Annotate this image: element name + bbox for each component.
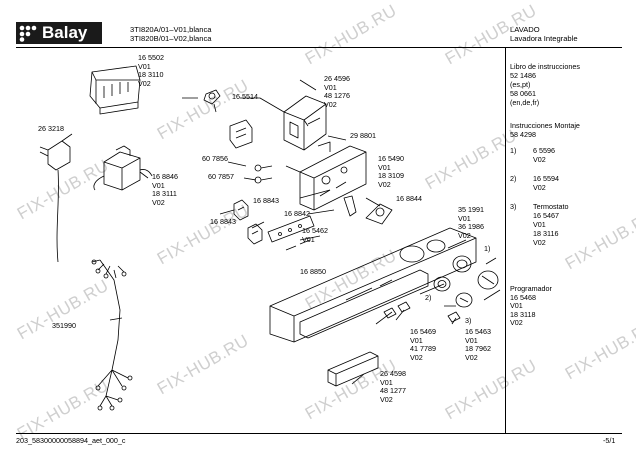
callout-c14: 16 5462 V01 [302,226,328,244]
callout-c20: 26 4598 V01 48 1277 V02 [380,369,406,404]
header-rule [16,47,622,48]
item-1-label: 1) [510,146,517,155]
manual-title: Libro de instrucciones [510,62,580,71]
brand-logo: Balay [16,22,102,44]
marker-1: 1) [484,244,491,253]
item-2-label: 2) [510,174,517,183]
sensor-part [203,89,221,113]
callout-c4: 26 3218 [38,124,64,133]
switch-parts [233,199,263,245]
callout-c6: 60 7856 [202,154,228,163]
manual-line: 52 1486 [510,71,536,80]
callout-c2: 26 4596 V01 48 1276 V02 [324,74,350,109]
model-line-1: 3TI820A/01–V01,blanca [130,25,212,34]
brand-dots-icon [19,25,37,42]
item-1-line: 6 5596 [533,146,555,155]
marker-3: 3) [465,316,472,325]
sidebar-divider [505,47,506,433]
callout-c3: 16 5514 [232,92,258,101]
interference-filter-part [93,145,153,191]
callout-c17: 351990 [52,321,76,330]
footer-rule [16,433,622,434]
screw-parts [254,164,273,184]
programador-label: Programador 16 5468 V01 18 3118 V02 [510,284,552,328]
model-line-2: 3TI820B/01–V02,blanca [130,34,212,43]
brand-name: Balay [42,23,88,42]
callout-c15: 16 8850 [300,267,326,276]
knob-parts [433,255,499,308]
callout-c1: 16 5502 V01 18 3110 V02 [138,53,164,88]
marker-2: 2) [425,293,432,302]
lever-part [343,195,393,225]
mounting-line: 58 4298 [510,130,536,139]
mounting-title: Instrucciones Montaje [510,121,580,130]
footer-page: -5/1 [603,436,616,445]
manual-line: (en,de,fr) [510,98,540,107]
item-1-line: V02 [533,155,546,164]
callout-c5: 29 8801 [350,131,376,140]
push-button-parts [383,301,461,323]
callout-c7: 60 7857 [208,172,234,181]
callout-c11: 16 8842 [284,209,310,218]
mains-cable-part [39,140,71,263]
item-3-line: V02 [533,238,546,247]
drawer-handle-part [327,351,379,387]
footer-doc-id: 203_58300000058894_aet_000_c [16,436,126,445]
callout-c18: 16 5469 V01 41 7789 V02 [410,327,436,362]
item-3-line: Termostato [533,202,569,211]
filter-part [89,65,141,115]
item-3-label: 3) [510,202,517,211]
item-2-line: V02 [533,183,546,192]
item-3-line: 18 3116 [533,229,559,238]
manual-line: 58 0661 [510,89,536,98]
callout-c13: 16 8843 [210,217,236,226]
callout-c16: 35 1991 V01 36 1986 V02 [458,205,484,240]
callout-c19: 16 5463 V01 18 7962 V02 [465,327,491,362]
callout-c10: 16 8843 [253,196,279,205]
control-panel-part [269,227,477,343]
category-line-1: LAVADO [510,25,540,34]
item-3-line: 16 5467 [533,211,559,220]
wiring-harness-part [91,259,133,411]
callout-c12: 16 8844 [396,194,422,203]
electronic-board-part [299,145,367,211]
button-strip-part [267,215,315,251]
item-3-line: V01 [533,220,546,229]
terminal-part [229,119,253,149]
manual-line: (es,pt) [510,80,531,89]
callout-c8: 16 8846 V01 18 3111 V02 [152,172,178,207]
item-2-line: 16 5594 [533,174,559,183]
callout-c9: 16 5490 V01 18 3109 V02 [378,154,404,189]
category-line-2: Lavadora Integrable [510,34,578,43]
